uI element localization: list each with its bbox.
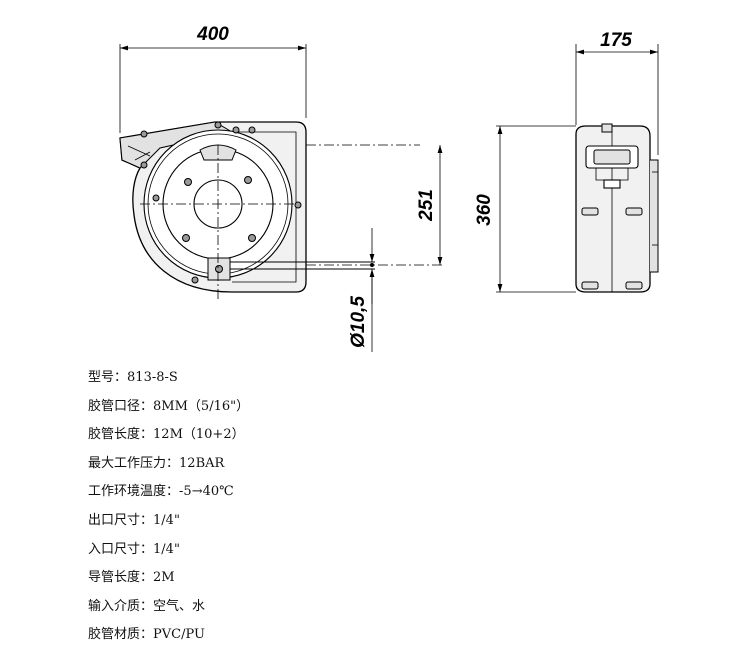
spec-separator: ： bbox=[114, 370, 128, 385]
spec-value: 空气、水 bbox=[153, 598, 206, 614]
spec-value: 1/4" bbox=[153, 541, 180, 557]
spec-separator: ： bbox=[140, 398, 154, 414]
spec-row: 出口尺寸：1/4" bbox=[88, 507, 249, 536]
spec-value: -5→40℃ bbox=[179, 484, 234, 500]
spec-label: 导管长度 bbox=[88, 570, 141, 586]
spec-row: 导管长度：2M bbox=[88, 564, 249, 593]
spec-row: 入口尺寸：1/4" bbox=[88, 536, 249, 565]
spec-row: 工作环境温度：-5→40℃ bbox=[88, 478, 249, 507]
spec-value: 1/4" bbox=[153, 512, 180, 528]
spec-separator: ： bbox=[140, 598, 154, 614]
spec-label: 出口尺寸 bbox=[88, 512, 141, 528]
spec-separator: ： bbox=[140, 541, 154, 557]
spec-row: 型号：813-8-S bbox=[88, 364, 249, 393]
spec-label: 输入介质 bbox=[88, 598, 141, 614]
center-lines bbox=[140, 144, 445, 300]
spec-value: 8MM（5/16"） bbox=[153, 398, 250, 414]
spec-row: 胶管长度：12M（10+2） bbox=[88, 421, 249, 450]
technical-drawing: 400 251 Ø10,5 175 360 bbox=[119, 24, 659, 352]
spec-row: 输入介质：空气、水 bbox=[88, 593, 249, 622]
spec-value: 12M（10+2） bbox=[153, 427, 245, 443]
diameter-dimension: Ø10,5 bbox=[348, 296, 369, 348]
spec-label: 胶管长度 bbox=[88, 427, 141, 443]
side-view bbox=[575, 123, 659, 293]
height-dimension: 360 bbox=[474, 194, 495, 226]
spec-value: 813-8-S bbox=[127, 370, 178, 385]
hose-pipe bbox=[230, 261, 375, 270]
spec-row: 胶管口径：8MM（5/16"） bbox=[88, 393, 249, 422]
spec-separator: ： bbox=[140, 627, 154, 643]
spec-separator: ： bbox=[140, 427, 154, 443]
spec-row: 最大工作压力：12BAR bbox=[88, 450, 249, 479]
center-distance-dimension: 251 bbox=[416, 189, 437, 222]
spec-list: 型号：813-8-S 胶管口径：8MM（5/16"） 胶管长度：12M（10+2… bbox=[88, 364, 249, 650]
spec-label: 胶管材质 bbox=[88, 627, 141, 643]
spec-separator: ： bbox=[140, 570, 154, 586]
spec-separator: ： bbox=[166, 484, 180, 500]
spec-separator: ： bbox=[140, 512, 154, 528]
spec-label: 胶管口径 bbox=[88, 398, 141, 414]
spec-value: 12BAR bbox=[179, 455, 225, 471]
spec-label: 工作环境温度 bbox=[88, 484, 167, 500]
depth-dimension: 175 bbox=[600, 30, 632, 51]
screws bbox=[140, 121, 302, 284]
spec-value: PVC/PU bbox=[153, 627, 205, 643]
spec-row: 胶管材质：PVC/PU bbox=[88, 621, 249, 650]
spec-label: 型号 bbox=[88, 370, 115, 385]
spec-label: 入口尺寸 bbox=[88, 541, 141, 557]
spec-label: 最大工作压力 bbox=[88, 455, 167, 471]
front-view bbox=[119, 121, 375, 293]
spec-separator: ： bbox=[166, 455, 180, 471]
width-dimension: 400 bbox=[196, 24, 229, 45]
spec-value: 2M bbox=[153, 570, 175, 586]
